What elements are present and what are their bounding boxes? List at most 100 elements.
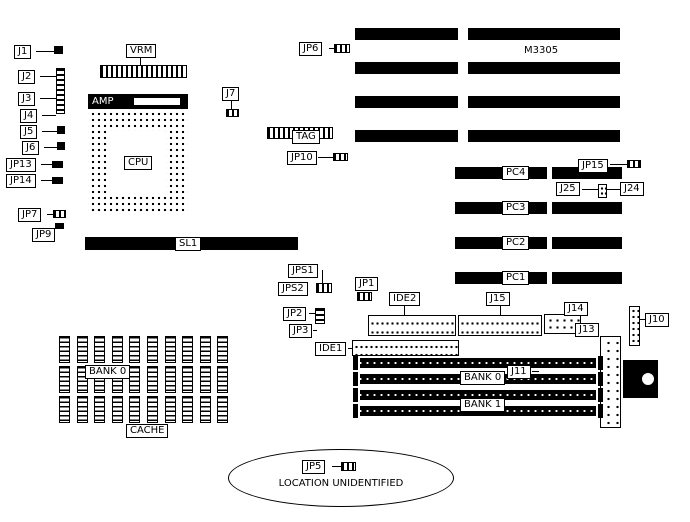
cache-chip: [165, 396, 176, 423]
leader-line: [42, 115, 56, 116]
label-ide2: IDE2: [389, 292, 421, 306]
cache-chip: [112, 396, 123, 423]
label-simm-bank1: BANK 1: [460, 398, 506, 412]
j5-connector: [57, 126, 65, 134]
label-jp14: JP14: [6, 174, 36, 188]
label-jp1: JP1: [355, 277, 379, 291]
isa-slot: [355, 62, 458, 74]
cache-chip: [147, 336, 158, 363]
label-j3: J3: [18, 92, 36, 106]
label-sl1: SL1: [175, 237, 202, 251]
label-cache: CACHE: [126, 424, 169, 438]
leader-line: [313, 330, 317, 331]
cache-chip: [129, 366, 140, 393]
pc1-slot: [552, 272, 622, 284]
pc2-slot: [455, 237, 547, 249]
label-jp10: JP10: [287, 151, 317, 165]
jp5-connector: [341, 462, 356, 471]
label-jp9: JP9: [32, 228, 56, 242]
cache-chip: [182, 336, 193, 363]
cache-chip: [129, 336, 140, 363]
j7-connector: [226, 109, 239, 117]
label-jp3: JP3: [289, 324, 313, 338]
label-j5: J5: [20, 125, 38, 139]
location-unidentified-bubble: [228, 449, 454, 507]
cache-chip: [147, 366, 158, 393]
cache-chip: [217, 366, 228, 393]
label-j6: J6: [22, 141, 40, 155]
amp-marking: [134, 98, 180, 105]
cache-chip: [112, 336, 123, 363]
jp2-jp3-jumper-block: [315, 308, 325, 324]
j15-connector: [458, 315, 542, 336]
pc2-slot: [552, 237, 622, 249]
isa-slot: [355, 96, 458, 108]
isa-slot: [355, 130, 458, 142]
leader-line: [42, 131, 57, 132]
cache-chip: [147, 396, 158, 423]
leader-line: [610, 164, 627, 165]
isa-slot: [468, 28, 620, 40]
jp7-connector: [53, 210, 66, 218]
label-cpu: CPU: [124, 156, 153, 170]
pc3-slot: [552, 202, 622, 214]
cache-chip: [200, 336, 211, 363]
leader-line: [140, 58, 141, 65]
leader-line: [329, 48, 334, 49]
label-j7: J7: [222, 87, 240, 101]
jp6-connector: [334, 44, 350, 53]
cache-chip: [59, 366, 70, 393]
label-j15: J15: [486, 292, 510, 306]
label-tag: TAG: [292, 130, 320, 144]
label-amp: AMP: [92, 96, 114, 107]
isa-slot: [468, 130, 620, 142]
vrm-header: [100, 65, 187, 78]
label-j1: J1: [14, 45, 32, 59]
keyboard-connector-opening: [642, 373, 654, 385]
cache-chip: [200, 396, 211, 423]
ide2-connector: [368, 315, 456, 336]
leader-line: [404, 306, 405, 315]
label-cache-bank0: BANK 0: [85, 365, 131, 379]
leader-line: [231, 101, 232, 109]
j24-j25-jumper: [598, 184, 607, 198]
label-j2: J2: [18, 70, 36, 84]
power-header: [600, 336, 621, 428]
label-j24: J24: [620, 182, 644, 196]
cache-chip: [94, 336, 105, 363]
label-j10: J10: [645, 313, 669, 327]
label-simm-bank0: BANK 0: [460, 371, 506, 385]
j10-connector: [629, 306, 640, 346]
jp14-connector: [52, 177, 63, 184]
cache-chip: [200, 366, 211, 393]
leader-line: [40, 98, 56, 99]
cache-chip: [165, 366, 176, 393]
label-pc2: PC2: [502, 236, 530, 250]
location-unidentified-text: LOCATION UNIDENTIFIED: [278, 478, 404, 489]
cache-chip: [217, 396, 228, 423]
pc1-slot: [455, 272, 547, 284]
ide1-connector: [352, 340, 459, 356]
label-j13: J13: [575, 323, 599, 337]
left-edge-header: [56, 68, 65, 114]
cache-chip: [77, 396, 88, 423]
cache-chip: [94, 396, 105, 423]
isa-slot: [468, 96, 620, 108]
leader-line: [44, 147, 57, 148]
label-j4: J4: [20, 109, 38, 123]
label-j14: J14: [564, 302, 588, 316]
jps-jumper-block: [316, 283, 332, 293]
j14-connector: [544, 314, 581, 334]
leader-line: [332, 466, 341, 467]
label-m3305: M3305: [524, 45, 559, 56]
label-jp15: JP15: [578, 159, 608, 173]
leader-line: [640, 319, 645, 320]
cache-chip: [77, 366, 88, 393]
cache-chip: [129, 396, 140, 423]
cache-chip: [59, 336, 70, 363]
j6-connector: [57, 142, 65, 150]
leader-line: [40, 76, 56, 77]
label-j25: J25: [556, 182, 580, 196]
cache-chip: [77, 336, 88, 363]
leader-line: [318, 157, 333, 158]
